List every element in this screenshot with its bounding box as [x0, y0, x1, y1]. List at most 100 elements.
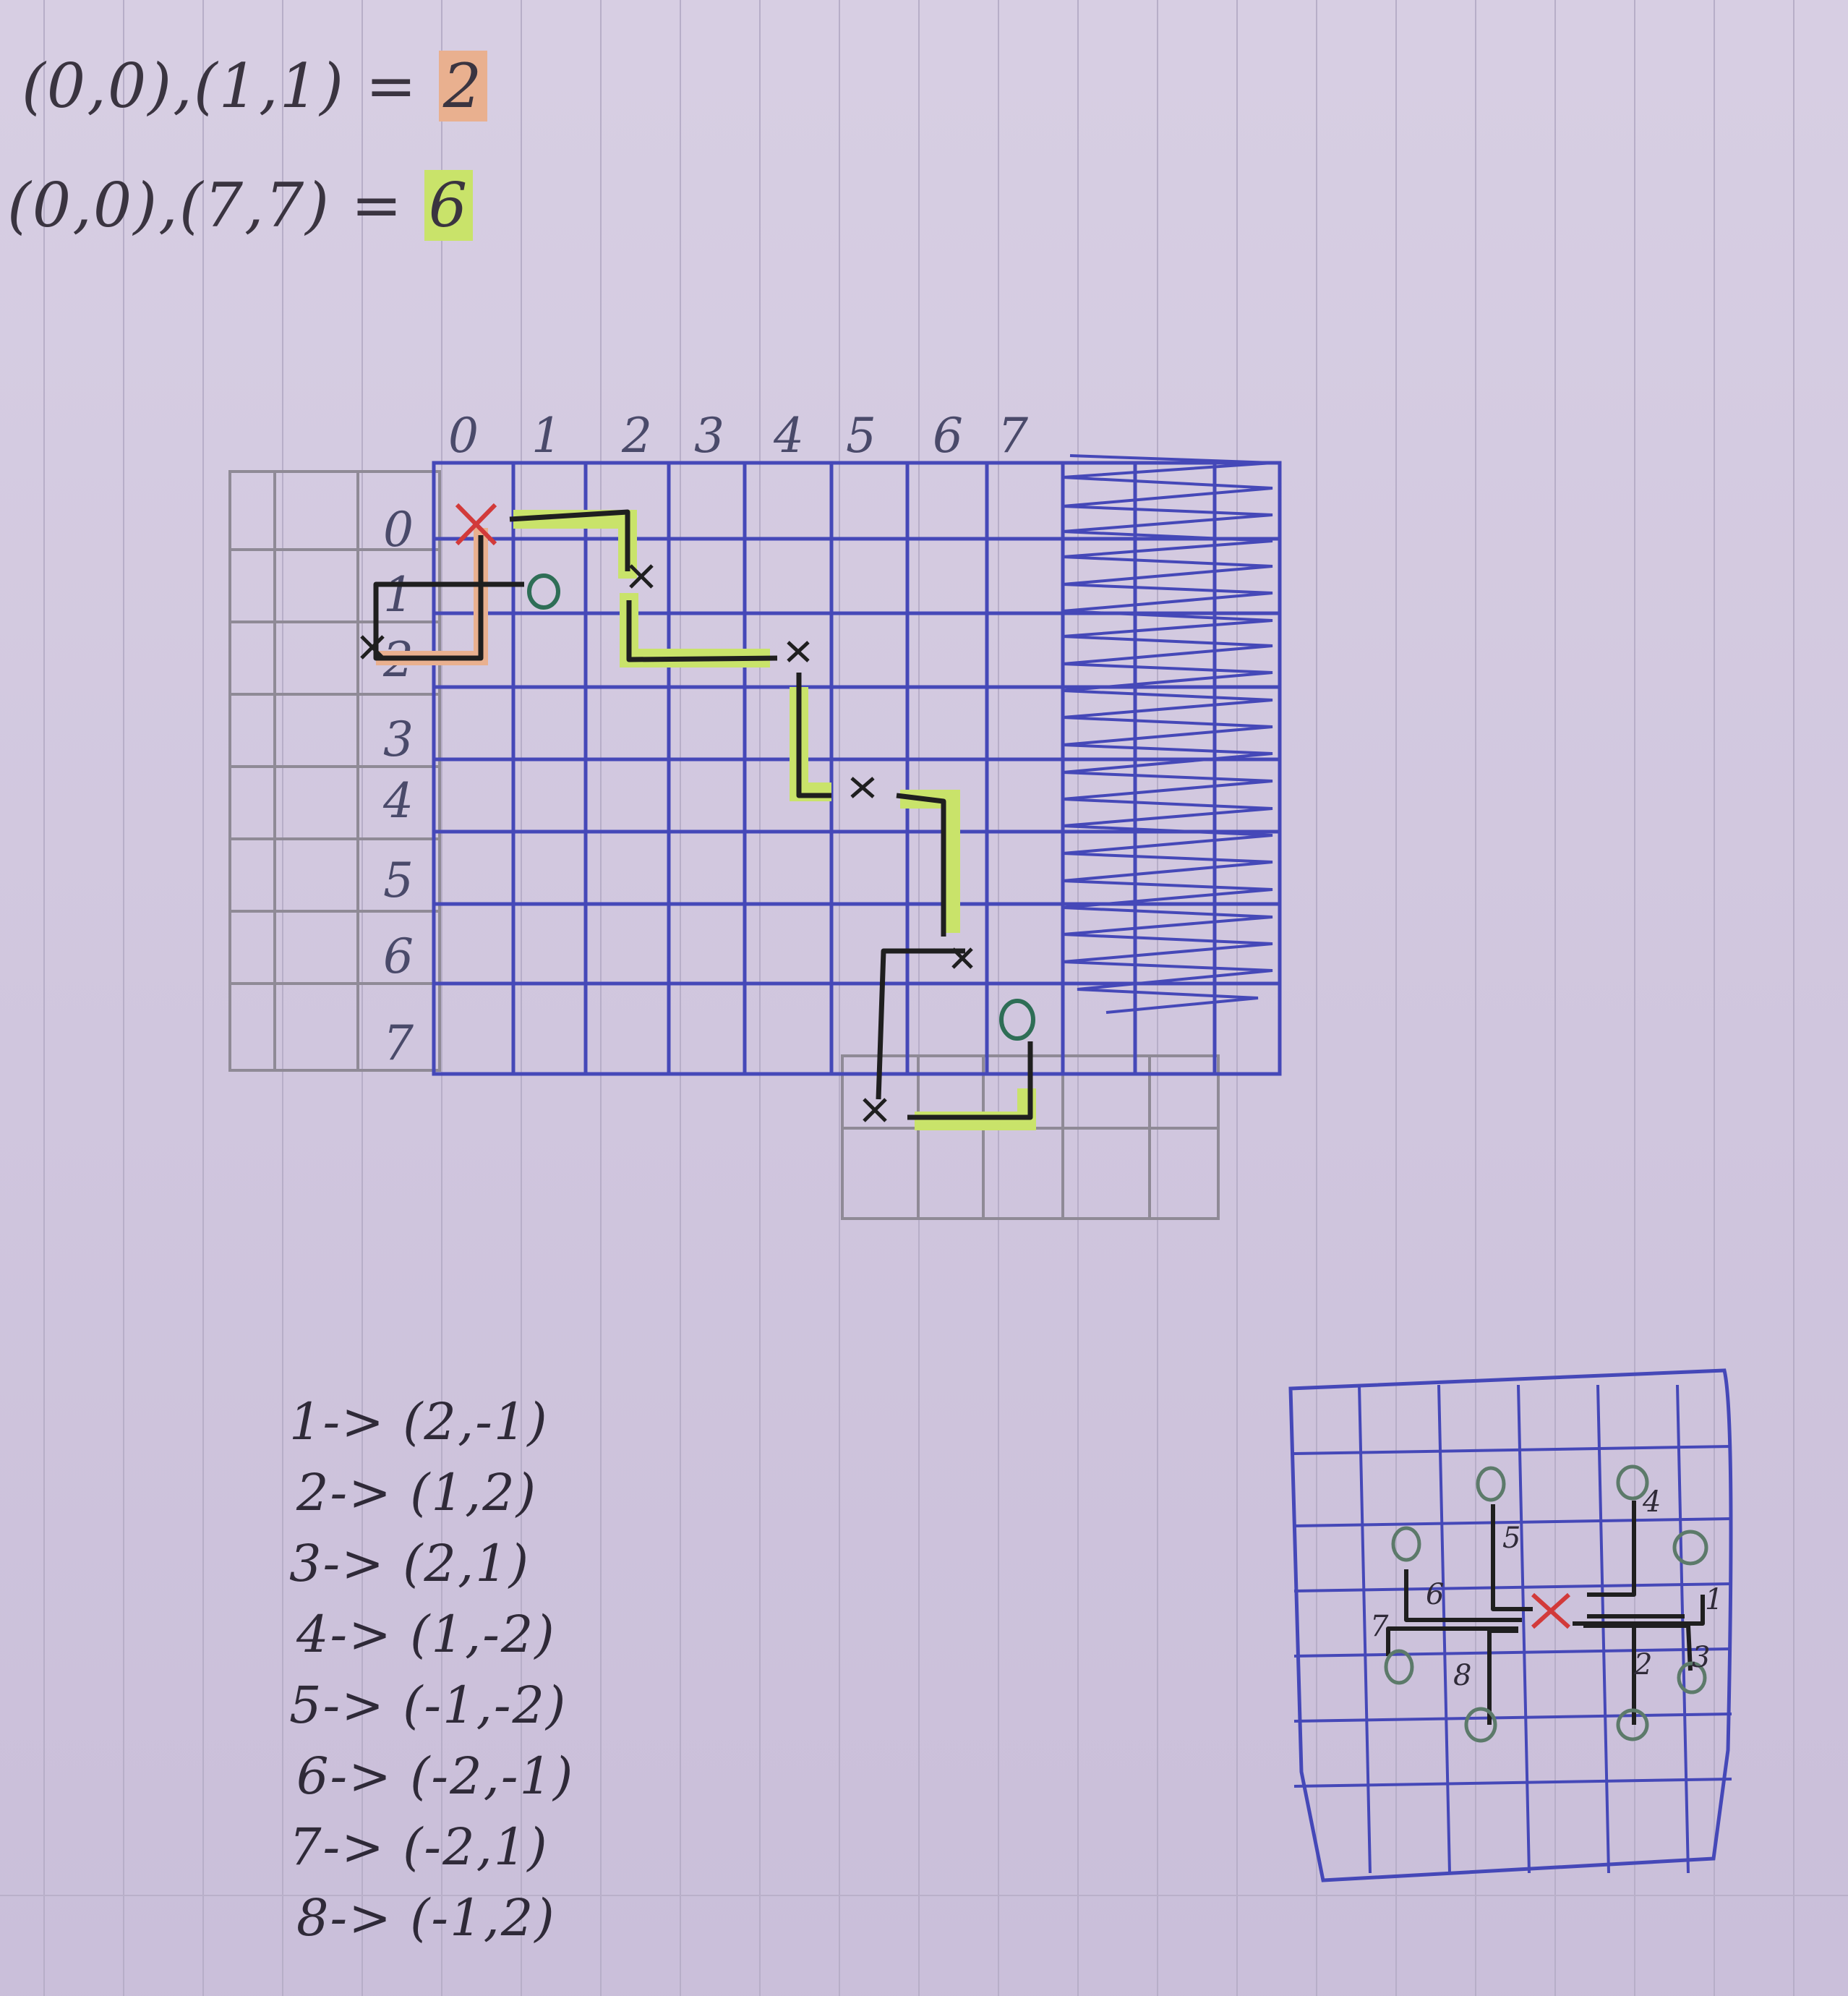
- small-diagram-labels: 1 2 3 4 5 6 7 8: [1370, 1485, 1723, 1692]
- knight-move-row: 3-> (2,1): [289, 1534, 530, 1593]
- start-marker-stroke: [455, 503, 497, 546]
- target-circle: [1464, 1707, 1497, 1743]
- short-path-line: [373, 535, 524, 661]
- small-grid-line: [1293, 1713, 1732, 1723]
- page-rule: [759, 0, 761, 1996]
- pencil-grid: [228, 470, 1220, 1220]
- equation-1: (0,0),(1,1) = 2: [22, 51, 488, 121]
- small-diagram-label: 4: [1642, 1485, 1661, 1519]
- pencil-grid-left: [228, 470, 441, 1072]
- small-diagram-border: [1288, 1368, 1733, 1882]
- small-diagram-label: 3: [1692, 1641, 1710, 1674]
- small-diagram-label: 7: [1370, 1610, 1389, 1643]
- page-rule: [1077, 0, 1079, 1996]
- move-delta: (1,-2): [410, 1605, 556, 1664]
- page-rule: [1316, 0, 1317, 1996]
- move-arrow: ->: [322, 1534, 403, 1593]
- x-marker: [850, 777, 875, 798]
- page-rule: [839, 0, 840, 1996]
- page-rule: [1714, 0, 1715, 1996]
- move-arrow: ->: [330, 1746, 411, 1806]
- move-delta: (2,-1): [403, 1392, 549, 1451]
- target-circle: [1616, 1464, 1649, 1501]
- page-rule: [1793, 0, 1794, 1996]
- move-3: [1583, 1624, 1693, 1671]
- move-delta: (2,1): [403, 1534, 531, 1593]
- row-label: 4: [382, 773, 414, 829]
- x-marker: [951, 947, 973, 969]
- step-markers: [360, 564, 973, 1122]
- page-rule: [123, 0, 124, 1996]
- move-delta: (-1,-2): [403, 1676, 568, 1735]
- row-label: 7: [383, 1015, 414, 1071]
- small-grid-line: [1358, 1384, 1372, 1874]
- knight-move-row: 8-> (-1,2): [296, 1888, 556, 1948]
- move-arrow: ->: [330, 1888, 411, 1948]
- move-number: 5: [289, 1676, 323, 1735]
- page-rule: [521, 0, 522, 1996]
- page-rule: [202, 0, 204, 1996]
- column-label: 6: [933, 408, 963, 464]
- move-number: 7: [289, 1817, 323, 1877]
- page-rule: [43, 0, 45, 1996]
- target-circle-1-1: [527, 573, 560, 610]
- move-8: [1487, 1629, 1518, 1725]
- move-number: 2: [296, 1463, 330, 1522]
- move-arrow: ->: [330, 1605, 411, 1664]
- small-diagram-label: 8: [1453, 1659, 1471, 1692]
- move-6: [1404, 1569, 1522, 1622]
- small-diagram-knight: [1531, 1592, 1571, 1629]
- page-rule: [918, 0, 920, 1996]
- target-circle: [1476, 1466, 1506, 1502]
- move-arrow: ->: [330, 1463, 411, 1522]
- equation-2: (0,0),(7,7) = 6: [7, 170, 474, 241]
- long-path-line: [509, 509, 1033, 1120]
- move-delta: (-1,2): [410, 1888, 556, 1948]
- move-number: 6: [296, 1746, 330, 1806]
- move-number: 1: [289, 1392, 323, 1451]
- knight-move-row: 5-> (-1,-2): [289, 1676, 567, 1735]
- row-label: 1: [383, 567, 414, 623]
- column-label: 1: [531, 408, 562, 464]
- small-diagram-label: 1: [1705, 1583, 1723, 1616]
- x-marker: [863, 1098, 887, 1122]
- small-grid-line: [1676, 1384, 1690, 1874]
- scribble-shading: [1062, 454, 1273, 1014]
- column-label: 5: [846, 408, 876, 464]
- page-rule: [1157, 0, 1158, 1996]
- end-markers: [527, 573, 1035, 1041]
- row-label: 5: [383, 853, 414, 908]
- x-marker: [360, 635, 385, 660]
- column-label: 7: [998, 408, 1028, 464]
- small-diagram-label: 2: [1633, 1648, 1652, 1681]
- long-path-highlight: [513, 510, 1036, 1130]
- move-4: [1587, 1501, 1636, 1597]
- column-label: 2: [621, 408, 652, 464]
- target-circle: [1384, 1649, 1414, 1685]
- small-grid-line: [1293, 1517, 1732, 1527]
- page-rule: [1634, 0, 1635, 1996]
- row-label: 0: [383, 502, 414, 558]
- page-rule-bottom: [0, 1895, 1848, 1896]
- small-diagram-moves: [1386, 1501, 1705, 1725]
- equation-1-left: (0,0),(1,1) =: [22, 51, 419, 121]
- move-delta: (-2,-1): [410, 1746, 575, 1806]
- small-diagram-targets: [1384, 1464, 1708, 1743]
- row-label: 6: [383, 929, 414, 984]
- x-marker: [629, 564, 654, 589]
- equation-1-result: 2: [438, 51, 488, 121]
- knight-move-row: 2-> (1,2): [296, 1463, 537, 1522]
- small-diagram-label: 5: [1502, 1522, 1520, 1555]
- move-arrow: ->: [322, 1817, 403, 1877]
- move-delta: (1,2): [410, 1463, 538, 1522]
- page-rule: [1395, 0, 1397, 1996]
- move-arrow: ->: [322, 1676, 403, 1735]
- small-diagram-label: 6: [1426, 1578, 1444, 1611]
- target-circle: [1672, 1530, 1708, 1566]
- knight-move-row: 6-> (-2,-1): [296, 1746, 574, 1806]
- target-circle: [1616, 1708, 1649, 1741]
- move-number: 3: [289, 1534, 323, 1593]
